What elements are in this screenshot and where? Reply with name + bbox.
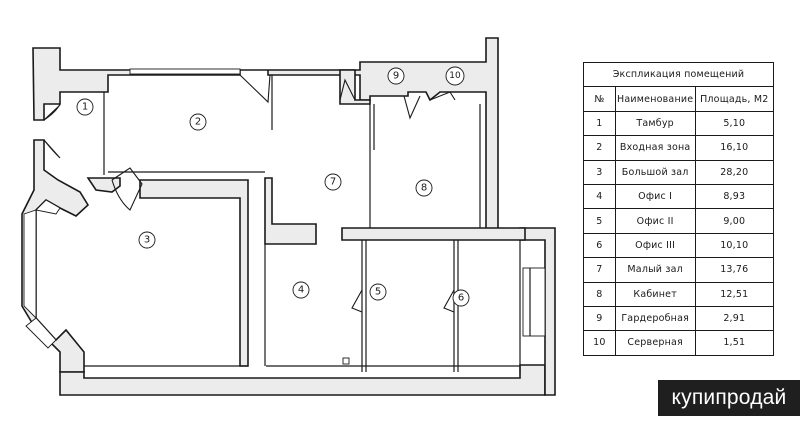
window-room6 — [522, 267, 546, 337]
watermark-logo: купипродай — [658, 380, 800, 416]
cell-area: 8,93 — [694, 183, 775, 210]
cell-area: 1,51 — [694, 330, 775, 356]
cell-name: Тамбур — [614, 110, 696, 137]
header-number: № — [583, 86, 616, 112]
cell-name: Гардеробная — [614, 305, 696, 332]
table-header-row: № Наименование Площадь, М2 — [583, 86, 775, 112]
cell-name: Большой зал — [614, 159, 696, 185]
svg-text:6: 6 — [458, 293, 464, 304]
cell-number: 2 — [583, 135, 616, 161]
room-labels: 1 2 3 4 5 6 7 8 9 10 — [76, 66, 470, 307]
wall-mid — [341, 227, 526, 241]
wall-top-right — [240, 37, 499, 233]
partitions — [84, 75, 521, 372]
room-label-9: 9 — [387, 67, 405, 85]
svg-text:1: 1 — [82, 102, 88, 113]
header-area: Площадь, М2 — [694, 86, 775, 112]
cell-number: 10 — [583, 330, 616, 356]
door-room2 — [239, 74, 271, 104]
cell-area: 9,00 — [694, 208, 775, 234]
room-label-7: 7 — [324, 173, 342, 191]
doors — [43, 74, 456, 365]
door-room6 — [443, 289, 455, 313]
room-schedule-table: Экспликация помещений № Наименование Пло… — [583, 61, 775, 356]
cell-name: Офис I — [614, 183, 696, 210]
door-room5 — [351, 289, 363, 313]
svg-text:7: 7 — [330, 177, 336, 188]
cell-area: 13,76 — [694, 257, 775, 283]
svg-text:4: 4 — [298, 285, 304, 296]
window-room3-a — [23, 209, 37, 320]
door-room9-left — [339, 78, 356, 101]
cell-number: 6 — [583, 232, 616, 259]
table-title: Экспликация помещений — [583, 61, 774, 88]
door-entry — [43, 103, 61, 121]
room-label-6: 6 — [452, 289, 470, 307]
svg-text:2: 2 — [195, 117, 201, 128]
header-name: Наименование — [614, 86, 696, 112]
door-room3 — [111, 167, 143, 211]
wall-bottom — [59, 364, 546, 396]
door-room10 — [429, 91, 456, 101]
cell-name: Офис III — [614, 232, 696, 259]
cell-number: 3 — [583, 159, 616, 185]
walls — [21, 37, 556, 396]
cell-name: Серверная — [614, 330, 696, 356]
room-label-10: 10 — [445, 66, 465, 86]
svg-text:5: 5 — [375, 287, 381, 298]
svg-text:10: 10 — [449, 71, 461, 81]
svg-text:8: 8 — [421, 183, 427, 194]
cell-name: Офис II — [614, 208, 696, 234]
door-entry-inner — [43, 139, 61, 159]
svg-text:9: 9 — [393, 71, 399, 82]
svg-text:3: 3 — [144, 235, 150, 246]
cell-number: 1 — [583, 110, 616, 137]
window-room2 — [129, 68, 241, 75]
cell-area: 28,20 — [694, 159, 775, 185]
door-room9 — [403, 95, 421, 120]
cell-area: 5,10 — [694, 110, 775, 137]
cell-number: 4 — [583, 183, 616, 210]
room-label-1: 1 — [76, 98, 94, 116]
cell-name: Входная зона — [614, 135, 696, 161]
cell-number: 7 — [583, 257, 616, 283]
table-title-row: Экспликация помещений — [583, 61, 774, 88]
cell-name: Кабинет — [614, 281, 696, 307]
room-label-5: 5 — [369, 283, 387, 301]
cell-area: 16,10 — [694, 135, 775, 161]
cell-number: 8 — [583, 281, 616, 307]
cell-area: 10,10 — [694, 232, 775, 259]
room-label-2: 2 — [189, 113, 207, 131]
cell-number: 9 — [583, 305, 616, 332]
room-label-4: 4 — [292, 281, 310, 299]
wall-room3-right — [139, 179, 249, 367]
room-label-8: 8 — [415, 179, 433, 197]
windows — [23, 68, 546, 349]
cell-name: Малый зал — [614, 257, 696, 283]
cell-number: 5 — [583, 208, 616, 234]
column-marker — [342, 357, 350, 365]
wall-top-left — [32, 47, 241, 121]
wall-column — [264, 177, 317, 245]
wall-closet — [339, 69, 371, 105]
window-room3-b — [25, 317, 57, 349]
cell-area: 12,51 — [694, 281, 775, 307]
window-room3-c — [35, 199, 61, 215]
room-label-3: 3 — [138, 231, 156, 249]
cell-area: 2,91 — [694, 305, 775, 332]
